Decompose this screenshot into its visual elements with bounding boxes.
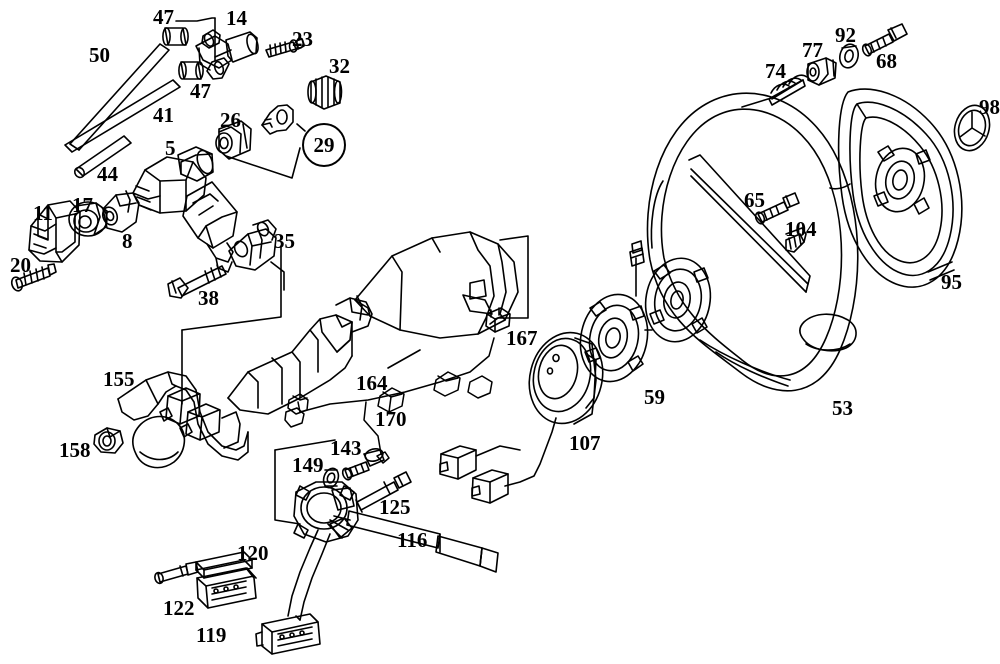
callout-11: 11 bbox=[33, 201, 53, 225]
callout-41: 41 bbox=[153, 103, 174, 127]
part-50-tube bbox=[69, 43, 170, 151]
callout-20: 20 bbox=[10, 253, 31, 277]
part-32-bellows bbox=[307, 75, 343, 110]
callout-104: 104 bbox=[785, 217, 817, 241]
part-120-switch-housing bbox=[287, 481, 499, 621]
part-35-bracket bbox=[228, 219, 277, 271]
part-26-lock-cylinder bbox=[215, 120, 252, 160]
part-41-tube bbox=[64, 79, 181, 153]
callout-47-lower: 47 bbox=[190, 79, 211, 103]
part-104-screw bbox=[785, 227, 807, 253]
frame-lower-top bbox=[274, 439, 336, 451]
callout-26: 26 bbox=[220, 108, 241, 132]
part-44-tube bbox=[73, 135, 132, 179]
callout-53: 53 bbox=[832, 396, 853, 420]
callout-17: 17 bbox=[72, 193, 93, 217]
callout-32: 32 bbox=[329, 54, 350, 78]
callout-143: 143 bbox=[330, 436, 362, 460]
callout-155: 155 bbox=[103, 367, 135, 391]
part-47-bushing-upper bbox=[162, 27, 189, 46]
frame-upper-left bbox=[181, 245, 282, 331]
callout-23: 23 bbox=[292, 27, 313, 51]
callout-119: 119 bbox=[196, 623, 227, 647]
part-68-bolt bbox=[861, 23, 908, 57]
frame-lower-left bbox=[274, 449, 301, 525]
part-167-connector bbox=[485, 307, 511, 333]
part-8-cap bbox=[101, 190, 140, 233]
callout-98: 98 bbox=[979, 95, 1000, 119]
part-122-pin bbox=[154, 561, 199, 585]
callout-164: 164 bbox=[356, 371, 388, 395]
part-158-nut bbox=[93, 427, 124, 454]
callout-92: 92 bbox=[835, 23, 856, 47]
callout-5: 5 bbox=[165, 136, 176, 160]
part-155-switch-assembly bbox=[117, 371, 249, 469]
leader-29-a bbox=[296, 123, 306, 132]
part-38-bolt bbox=[167, 264, 227, 299]
callout-38: 38 bbox=[198, 286, 219, 310]
part-170-harness bbox=[284, 337, 495, 464]
part-92-washer bbox=[838, 43, 860, 69]
leader-47 bbox=[175, 17, 216, 22]
callout-120: 120 bbox=[237, 541, 269, 565]
part-143-screw bbox=[341, 447, 385, 481]
callout-170: 170 bbox=[375, 407, 407, 431]
part-107-connectors bbox=[439, 445, 521, 504]
leader-29-b bbox=[225, 147, 301, 179]
part-125-pin bbox=[355, 471, 412, 513]
part-59-wire bbox=[629, 240, 645, 297]
callout-125: 125 bbox=[379, 495, 411, 519]
part-23-bolt bbox=[265, 37, 305, 58]
callout-44: 44 bbox=[97, 162, 118, 186]
callout-35: 35 bbox=[274, 229, 295, 253]
steering-column-jacket bbox=[227, 295, 373, 415]
part-14-universal-joint bbox=[195, 29, 259, 80]
callout-50: 50 bbox=[89, 43, 110, 67]
part-11-lock-housing bbox=[28, 200, 81, 263]
callout-59: 59 bbox=[644, 385, 665, 409]
callout-77: 77 bbox=[802, 38, 823, 62]
part-5-ignition-housing bbox=[132, 146, 238, 273]
part-95-airbag-module bbox=[829, 88, 963, 288]
callout-68: 68 bbox=[876, 49, 897, 73]
callout-95: 95 bbox=[941, 270, 962, 294]
callout-107: 107 bbox=[569, 431, 601, 455]
part-74-spring bbox=[741, 74, 808, 108]
callout-116: 116 bbox=[397, 528, 428, 552]
callout-122: 122 bbox=[163, 596, 195, 620]
callout-158: 158 bbox=[59, 438, 91, 462]
part-53-steering-wheel bbox=[644, 92, 859, 392]
leader-35 bbox=[270, 261, 285, 291]
callout-149: 149 bbox=[292, 453, 324, 477]
leader-164 bbox=[387, 349, 421, 369]
callout-65: 65 bbox=[744, 188, 765, 212]
leader-167-frame bbox=[497, 235, 529, 319]
callout-47-upper: 47 bbox=[153, 5, 174, 29]
part-120-bottom-connector bbox=[255, 613, 321, 655]
callout-29-circled: 29 bbox=[302, 123, 346, 167]
callout-14: 14 bbox=[226, 6, 247, 30]
part-20-bolt bbox=[10, 263, 57, 292]
part-65-bolt bbox=[754, 192, 800, 225]
part-77-sleeve bbox=[806, 57, 837, 86]
callout-74: 74 bbox=[765, 59, 786, 83]
callout-8: 8 bbox=[122, 229, 133, 253]
part-29-key bbox=[261, 104, 294, 135]
part-107-clockspring bbox=[504, 331, 604, 487]
callout-167: 167 bbox=[506, 326, 538, 350]
part-98-emblem bbox=[953, 104, 991, 152]
part-59-contact-plate bbox=[579, 293, 653, 383]
